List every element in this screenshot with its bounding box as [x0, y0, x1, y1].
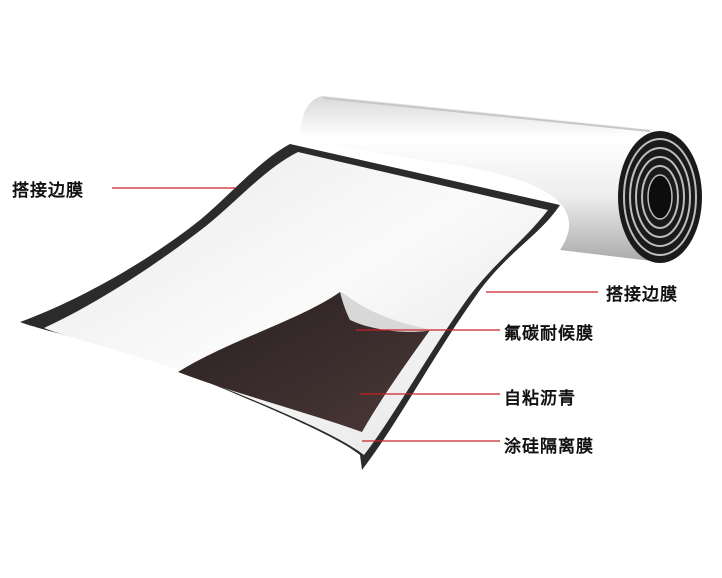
label-silicone-release-film: 涂硅隔离膜	[504, 437, 594, 457]
sheet-face	[44, 152, 548, 455]
label-self-adhesive-asphalt: 自粘沥青	[504, 389, 576, 409]
leader-lines	[112, 187, 598, 442]
roll-body	[300, 96, 687, 262]
label-overlap-edge-right: 搭接边膜	[606, 285, 678, 305]
fluorocarbon-flap	[340, 292, 432, 332]
roll-top-highlight	[323, 97, 651, 132]
roll-end-spiral	[618, 131, 702, 263]
label-overlap-edge-left: 搭接边膜	[12, 181, 84, 201]
label-fluorocarbon-film: 氟碳耐候膜	[504, 324, 594, 344]
asphalt-peel	[178, 292, 430, 432]
